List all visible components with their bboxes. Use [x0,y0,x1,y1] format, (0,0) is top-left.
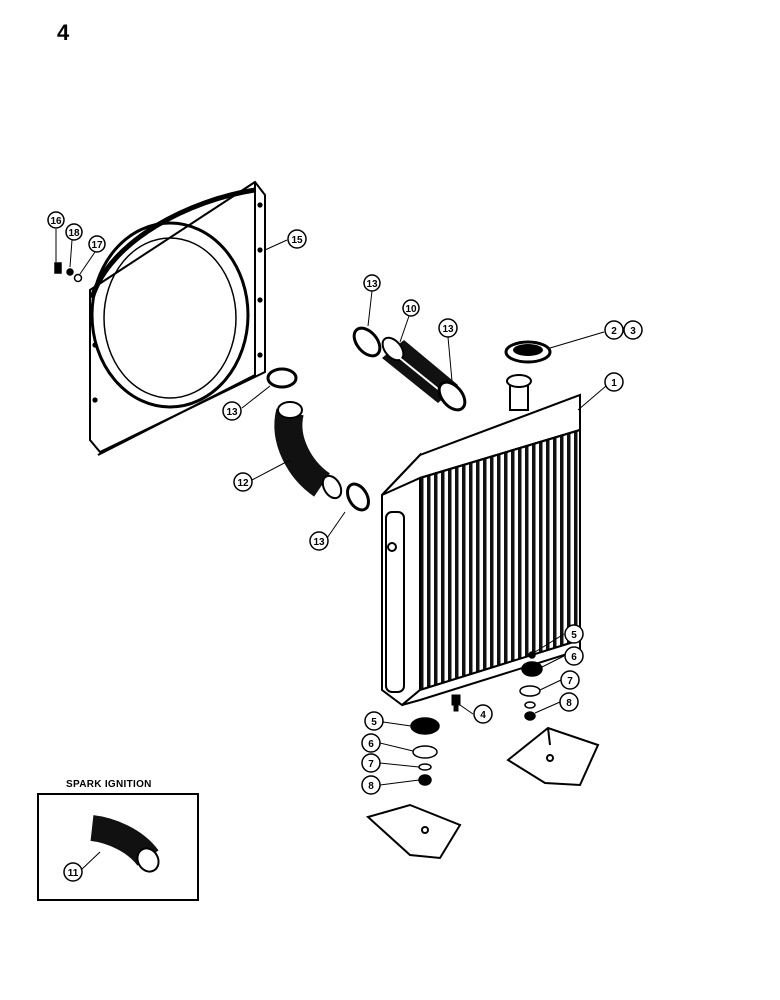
callout-13: 13 [222,401,242,421]
inset-title: SPARK IGNITION [66,779,152,790]
mounting-bracket-right [506,726,600,787]
mounting-hardware-left [410,717,440,786]
callout-15: 15 [287,229,307,249]
callout-13: 13 [363,274,381,292]
svg-text:8: 8 [368,781,374,792]
svg-text:4: 4 [480,710,486,721]
svg-text:17: 17 [91,240,103,251]
hose-clamp [437,380,467,412]
callout-4: 4 [473,704,493,724]
svg-text:18: 18 [68,228,80,239]
callout-7: 7 [361,753,381,773]
hose-clamp [346,482,370,512]
svg-text:10: 10 [405,304,417,315]
svg-text:13: 13 [313,537,325,548]
svg-text:1: 1 [611,378,617,389]
svg-text:7: 7 [368,759,374,770]
svg-text:11: 11 [68,868,79,879]
callout-2: 2 [604,320,624,340]
callout-7: 7 [560,670,580,690]
leader-lines [55,229,607,871]
svg-text:13: 13 [226,407,238,418]
callout-3: 3 [623,320,643,340]
callout-1: 1 [604,372,624,392]
callout-13: 13 [438,318,458,338]
spark-ignition-inset [37,793,199,901]
callout-11: 11 [63,862,83,882]
callout-16: 16 [47,211,65,229]
svg-text:3: 3 [630,326,636,337]
callout-12: 12 [233,472,253,492]
callout-8: 8 [361,775,381,795]
callout-13: 13 [309,531,329,551]
callout-17: 17 [88,235,106,253]
drain-cock [451,694,461,712]
callout-5: 5 [564,624,584,644]
mounting-hardware-right [519,651,543,721]
svg-text:12: 12 [237,478,249,489]
svg-text:6: 6 [571,652,577,663]
shroud-bolt-and-washers [54,262,83,283]
callout-6: 6 [564,646,584,666]
callout-18: 18 [65,223,83,241]
svg-text:16: 16 [50,216,62,227]
callout-10: 10 [402,299,420,317]
callout-8: 8 [559,692,579,712]
callout-6: 6 [361,733,381,753]
svg-text:8: 8 [566,698,572,709]
svg-text:2: 2 [611,326,617,337]
mounting-bracket-left [365,803,462,860]
callout-5: 5 [364,711,384,731]
fan-shroud [89,180,266,456]
svg-text:5: 5 [371,717,377,728]
radiator-cap [504,340,552,364]
svg-text:5: 5 [571,630,577,641]
lower-hose [274,401,343,500]
svg-text:13: 13 [366,279,378,290]
svg-text:6: 6 [368,739,374,750]
svg-text:13: 13 [442,324,454,335]
hose-clamp [266,367,298,389]
radiator [381,374,581,707]
svg-text:15: 15 [291,235,303,246]
svg-text:7: 7 [567,676,573,687]
page-number: 4 [57,20,70,45]
hose-clamp [352,326,382,358]
